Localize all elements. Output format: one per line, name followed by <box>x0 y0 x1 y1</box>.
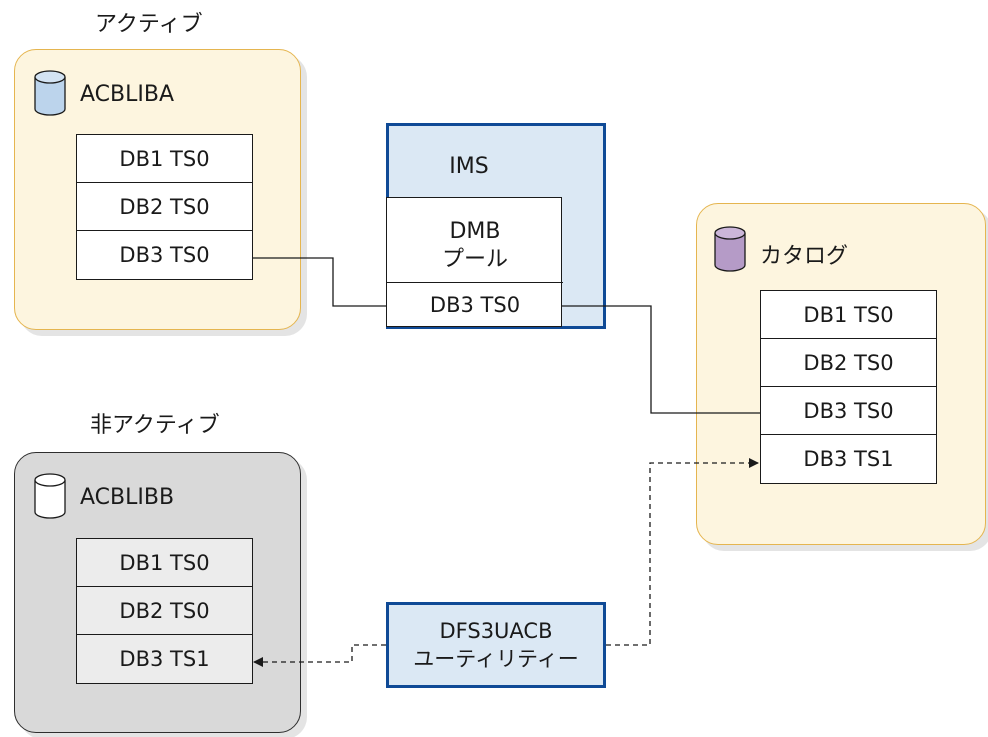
utility-line1: DFS3UACB <box>439 619 553 643</box>
catalog-row-db2-ts0: DB2 TS0 <box>761 339 936 387</box>
catalog-database-icon <box>714 226 746 272</box>
catalog-table: DB1 TS0 DB2 TS0 DB3 TS0 DB3 TS1 <box>760 290 937 484</box>
acbliba-row-db1: DB1 TS0 <box>77 135 252 183</box>
acbliba-database-icon <box>34 70 66 116</box>
dmb-pool-entry: DB3 TS0 <box>387 282 563 327</box>
dmb-pool-line2: プール <box>441 247 508 272</box>
dfs3uacb-utility: DFS3UACB ユーティリティー <box>386 602 606 688</box>
utility-to-acblibb-dashed-arrow <box>253 644 386 667</box>
catalog-row-db3-ts0: DB3 TS0 <box>761 387 936 435</box>
acblibb-row-db1: DB1 TS0 <box>77 539 252 587</box>
acbliba-label: ACBLIBA <box>80 82 175 107</box>
acblibb-label: ACBLIBB <box>80 485 175 510</box>
acblibb-table: DB1 TS0 DB2 TS0 DB3 TS1 <box>76 538 253 684</box>
acbliba-table: DB1 TS0 DB2 TS0 DB3 TS0 <box>76 134 253 280</box>
catalog-label: カタログ <box>760 244 849 269</box>
acblibb-row-db2: DB2 TS0 <box>77 587 252 635</box>
catalog-row-db1-ts0: DB1 TS0 <box>761 291 936 339</box>
acbliba-to-ims-connector <box>252 257 386 307</box>
acblibb-database-icon <box>34 473 66 519</box>
dmb-pool: DMB プール DB3 TS0 <box>386 197 563 327</box>
dmb-pool-line1: DMB <box>449 219 501 244</box>
acbliba-row-db3: DB3 TS0 <box>119 243 210 267</box>
inactive-heading: 非アクティブ <box>90 413 220 438</box>
acbliba-row-db2: DB2 TS0 <box>77 183 252 231</box>
dmb-pool-title: DMB プール <box>387 218 563 274</box>
ims-title: IMS <box>449 154 489 179</box>
acblibb-row-db3: DB3 TS1 <box>119 647 210 671</box>
utility-line2: ユーティリティー <box>413 647 579 671</box>
ims-to-catalog-connector <box>562 305 760 414</box>
active-heading: アクティブ <box>95 12 203 37</box>
utility-to-catalog-dashed-arrow <box>606 458 759 646</box>
catalog-row-db3-ts1: DB3 TS1 <box>803 447 894 471</box>
